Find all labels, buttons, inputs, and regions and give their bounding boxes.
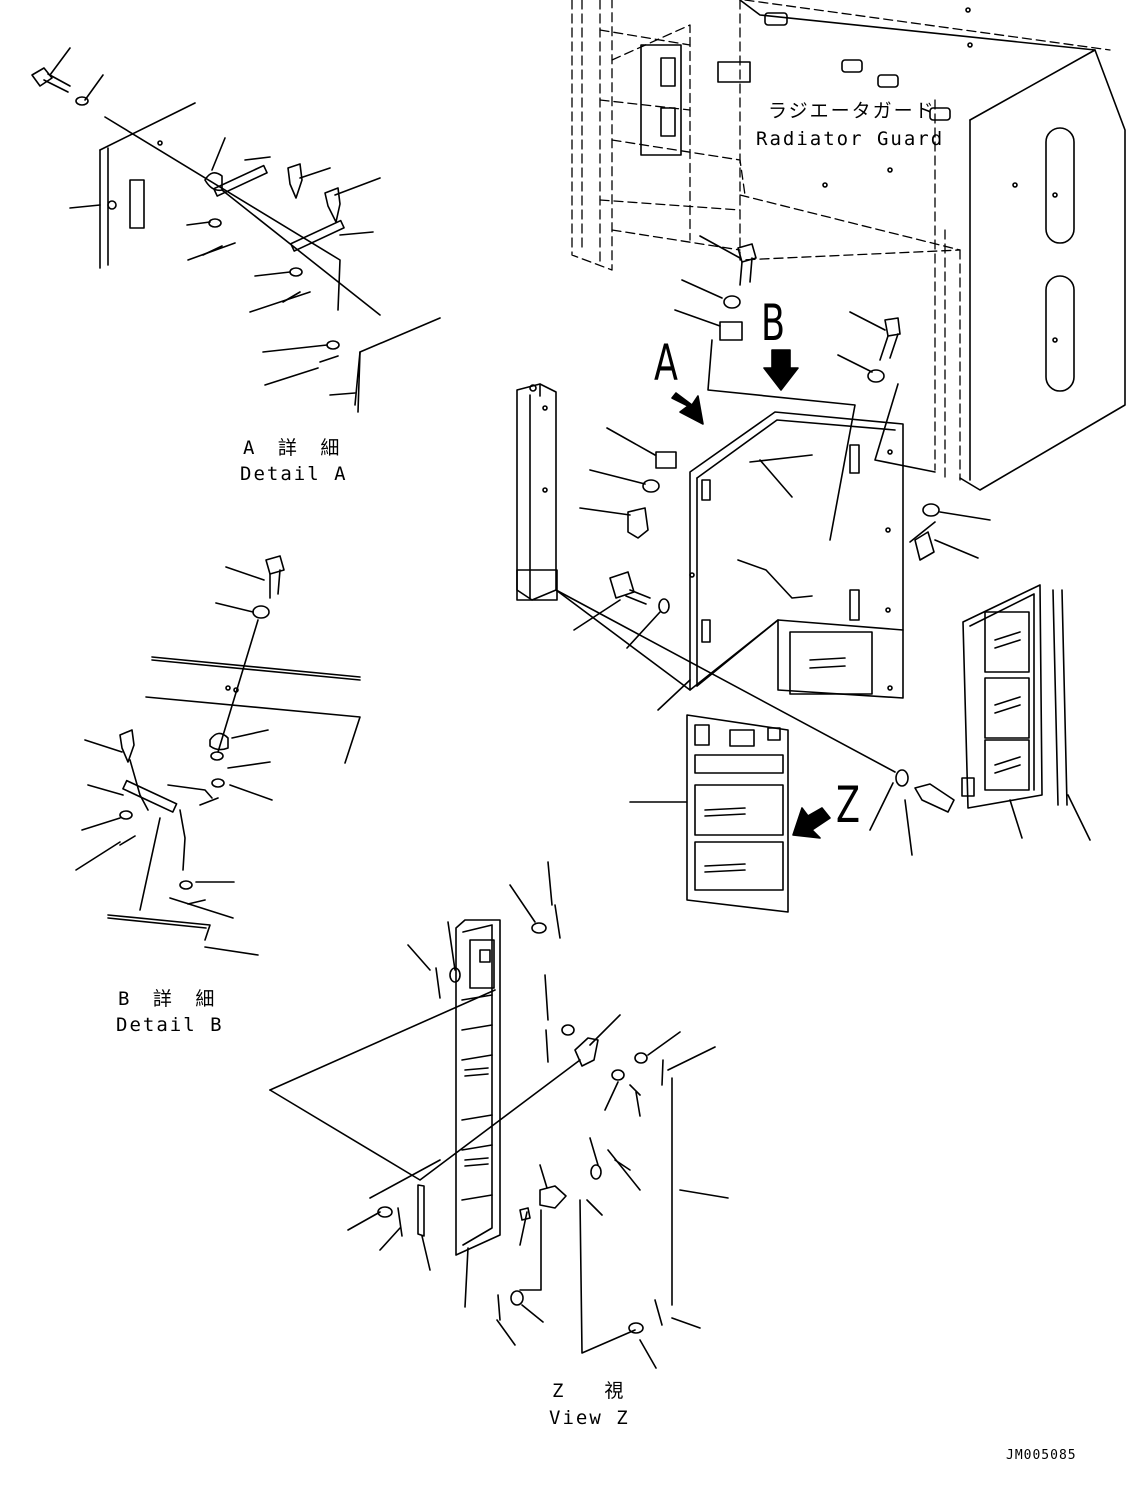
arrow-b-label: B <box>761 294 786 352</box>
radiator-guard-label-en: Radiator Guard <box>756 128 945 150</box>
radiator-guard-label-jp: ラジエータガード <box>768 100 936 122</box>
view-z-title-jp: Z 視 <box>552 1380 630 1402</box>
arrow-z-label: Z <box>836 776 860 834</box>
detail-b-title-en: Detail B <box>116 1014 224 1036</box>
detail-a-title-en: Detail A <box>240 463 348 485</box>
detail-a-drawing <box>31 47 441 413</box>
detail-b-drawing <box>75 555 361 956</box>
drawing-code: JM005085 <box>1006 1448 1077 1463</box>
view-z-title-en: View Z <box>549 1407 630 1429</box>
main-assembly <box>516 235 1091 913</box>
arrow-a-label: A <box>654 334 678 392</box>
radiator-guard <box>571 0 1126 491</box>
detail-a-title-jp: A 詳 細 <box>243 437 346 459</box>
detail-b-title-jp: B 詳 細 <box>118 988 221 1010</box>
view-z-drawing <box>269 861 729 1369</box>
